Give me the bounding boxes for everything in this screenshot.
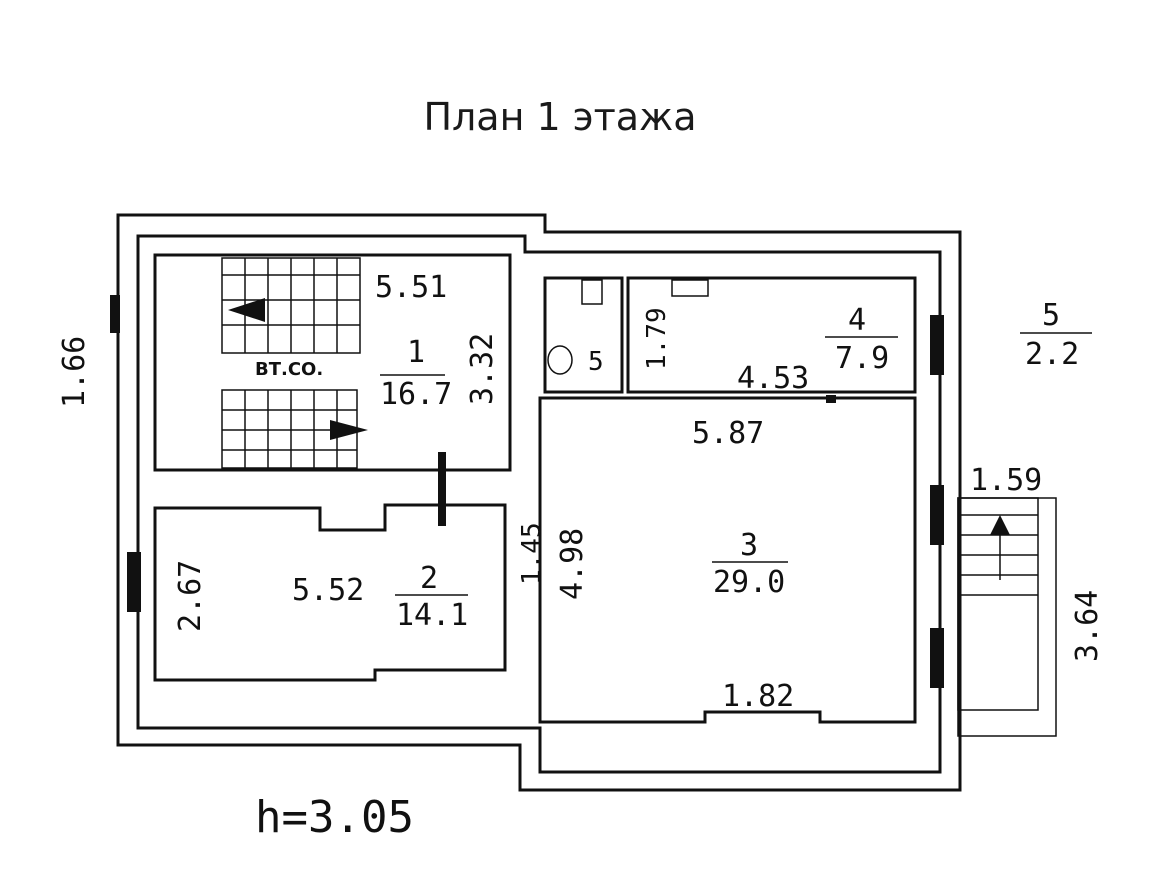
dim-r1-width: 5.51 (375, 270, 447, 305)
dim-door-width: 1.45 (517, 522, 547, 585)
window-room-2 (127, 552, 141, 612)
dim-r2-width: 5.52 (292, 573, 364, 608)
room-5-number: 5 (1042, 298, 1060, 333)
page-title: План 1 этажа (423, 95, 697, 139)
window-room-3-upper (930, 485, 944, 545)
entry-door-mark (110, 295, 120, 333)
room-4-number: 4 (848, 303, 866, 338)
stair-arrow-up (228, 298, 265, 322)
dim-r4-width: 4.53 (737, 361, 809, 396)
dim-r2-depth: 2.67 (173, 560, 208, 632)
fixtures (547, 279, 709, 375)
dim-r3-bottom: 1.82 (722, 679, 794, 714)
dim-bath-depth: 1.79 (642, 307, 672, 370)
window-room-4 (930, 315, 944, 375)
windows (110, 295, 944, 688)
door-marker-small (826, 395, 836, 403)
dim-porch-depth: 3.64 (1070, 590, 1105, 662)
room-2-number: 2 (420, 561, 438, 596)
dim-r1-depth: 3.32 (465, 333, 500, 405)
bathroom-outline (543, 276, 624, 394)
room-4-outline (626, 276, 917, 394)
room-3-area: 29.0 (713, 565, 785, 600)
room-5-area: 2.2 (1025, 337, 1079, 372)
window-room-3-lower (930, 628, 944, 688)
room-1-area: 16.7 (380, 377, 452, 412)
stairs (221, 257, 368, 469)
room-1-outline (153, 253, 512, 472)
room-4-area: 7.9 (835, 341, 889, 376)
porch-arrow-icon (990, 515, 1010, 535)
room-3-outline (538, 396, 917, 724)
dim-porch-width: 1.59 (970, 463, 1042, 498)
room-3-number: 3 (740, 528, 758, 563)
sink-icon (671, 279, 709, 297)
stair-arrow-down (330, 420, 368, 440)
room-1-number: 1 (407, 335, 425, 370)
dim-entry-width: 1.66 (57, 336, 92, 408)
ceiling-height: h=3.05 (255, 792, 414, 843)
bathroom-number: 5 (588, 347, 604, 377)
toilet-icon (581, 279, 603, 305)
room-2-area: 14.1 (396, 598, 468, 633)
stairs-label: ВТ.СО. (255, 359, 323, 380)
door-marker (438, 452, 446, 526)
outer-walls (116, 213, 962, 792)
dim-r3-depth: 4.98 (555, 528, 590, 600)
dim-r3-width: 5.87 (692, 416, 764, 451)
washbasin-icon (547, 345, 573, 375)
room-2-outline (153, 503, 507, 682)
porch-steps (957, 497, 1057, 737)
